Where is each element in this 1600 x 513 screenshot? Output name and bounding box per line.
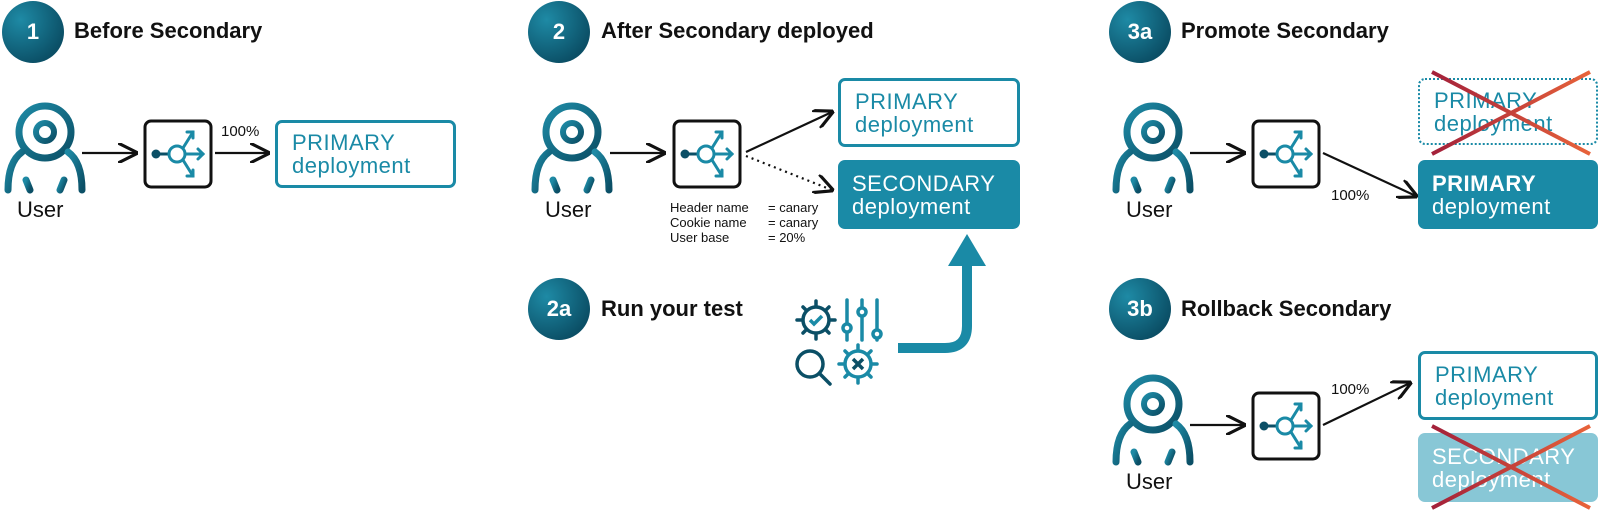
step-title-2: After Secondary deployed	[601, 18, 874, 43]
primary-box-line2: deployment	[1432, 193, 1551, 219]
router-icon	[1251, 119, 1321, 189]
routing-rule-value: = canary	[768, 215, 819, 230]
primary-box-line1: PRIMARY	[292, 130, 396, 155]
step-title-3a: Promote Secondary	[1181, 18, 1389, 43]
step-badge-1: 1	[2, 1, 64, 63]
user-icon	[4, 102, 86, 194]
step-title-2a: Run your test	[601, 296, 743, 321]
routing-rule-value: = canary	[768, 200, 819, 215]
secondary-deployment-box-2: SECONDARY deployment	[838, 160, 1020, 229]
primary-deployment-box-2: PRIMARY deployment	[838, 78, 1020, 147]
user-label-3a: User	[1126, 197, 1173, 222]
primary-box-line2: deployment	[855, 111, 974, 137]
routing-rule-key: Cookie name	[670, 215, 747, 230]
test-to-secondary-arrow	[898, 234, 986, 353]
magnifier-icon	[795, 349, 832, 386]
primary-deployment-box-1: PRIMARY deployment	[275, 120, 456, 188]
traffic-percent-3a: 100%	[1331, 187, 1370, 204]
step-badge-3a: 3a	[1109, 1, 1171, 63]
user-icon	[531, 102, 613, 194]
promoted-primary-box-3a: PRIMARY deployment	[1418, 160, 1598, 229]
routing-rule-row: Header name = canary	[670, 200, 818, 215]
gear-x-icon	[837, 343, 879, 385]
router-icon	[1251, 391, 1321, 461]
routing-rule-key: User base	[670, 230, 730, 245]
sliders-icon	[841, 298, 883, 342]
user-label-1: User	[17, 197, 64, 222]
secondary-box-line2: deployment	[852, 193, 971, 219]
cross-out-icon	[1431, 70, 1591, 156]
arrow-router-to-secondary-2	[745, 154, 832, 190]
user-icon	[1112, 374, 1194, 466]
primary-box-line2: deployment	[292, 153, 411, 178]
step-title-3b: Rollback Secondary	[1181, 296, 1392, 321]
step-badge-2: 2	[528, 1, 590, 63]
primary-box-line1: PRIMARY	[855, 88, 959, 114]
step-title-1: Before Secondary	[74, 18, 263, 43]
step-badge-2a: 2a	[528, 278, 590, 340]
step-badge-3b: 3b	[1109, 278, 1171, 340]
traffic-percent-1: 100%	[221, 123, 260, 140]
primary-box-line2: deployment	[1435, 384, 1554, 410]
primary-box-line1: PRIMARY	[1435, 361, 1539, 387]
user-label-3b: User	[1126, 469, 1173, 494]
routing-rule-row: User base = 20%	[670, 230, 818, 245]
primary-deployment-box-3b: PRIMARY deployment	[1418, 351, 1598, 420]
routing-rules: Header name = canary Cookie name = canar…	[670, 200, 818, 245]
routing-rule-key: Header name	[670, 200, 749, 215]
arrow-router-to-primary-2	[745, 112, 832, 153]
secondary-box-line1: SECONDARY	[852, 170, 996, 196]
routing-rule-row: Cookie name = canary	[670, 215, 818, 230]
user-icon	[1112, 102, 1194, 194]
primary-box-line1: PRIMARY	[1432, 170, 1537, 196]
router-icon	[143, 119, 213, 189]
arrow-router-to-primary-3b	[1322, 383, 1410, 426]
cross-out-icon	[1431, 424, 1591, 510]
user-label-2: User	[545, 197, 592, 222]
gear-check-icon	[795, 299, 837, 341]
routing-rule-value: = 20%	[768, 230, 806, 245]
arrow-router-to-primary-3a	[1322, 152, 1416, 196]
test-tools-icon	[795, 298, 883, 386]
traffic-percent-3b: 100%	[1331, 381, 1370, 398]
router-icon	[672, 119, 742, 189]
